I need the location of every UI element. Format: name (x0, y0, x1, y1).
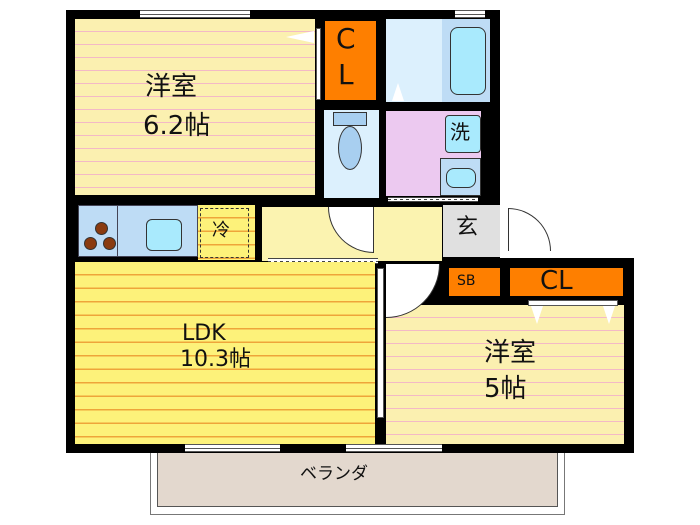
toilet-bowl-icon (338, 126, 362, 170)
window (140, 10, 250, 18)
entrance (443, 205, 500, 257)
western-room-2 (386, 305, 624, 444)
closet-2-label: CL (540, 266, 573, 296)
western-room-2-size: 5帖 (484, 374, 527, 404)
sliding-door (377, 268, 384, 418)
western-room-1-name: 洋室 (145, 72, 198, 102)
counter-divider (117, 205, 118, 257)
ldk-size: 10.3帖 (180, 347, 251, 372)
stove-burner-icon (84, 237, 97, 250)
ldk-name: LDK (182, 321, 226, 346)
closet-2-door (528, 300, 618, 306)
shoe-box-label: SB (457, 273, 476, 289)
western-room-1-size: 6.2帖 (143, 111, 211, 141)
kitchen-sink-icon (146, 219, 182, 251)
window (346, 444, 442, 452)
stove-burner-icon (103, 237, 116, 250)
fridge-outline (200, 208, 249, 258)
balcony (157, 447, 558, 507)
entrance-door-swing-icon (508, 208, 551, 251)
balcony-label: ベランダ (300, 464, 368, 484)
washer-box (445, 115, 481, 153)
washroom-door-threshold (388, 197, 478, 202)
western-room-2-name: 洋室 (484, 338, 537, 368)
door-marker-icon (392, 83, 404, 101)
fridge-space (198, 205, 255, 260)
fridge-label: 冷 (212, 220, 230, 241)
bathtub-icon (450, 27, 486, 95)
window (185, 444, 280, 452)
closet-1-door (316, 28, 321, 100)
sink-icon (446, 168, 476, 188)
western-room-1 (75, 19, 315, 195)
closet-1 (323, 19, 378, 102)
closet-1-letter-l: L (338, 58, 354, 91)
washer-label: 洗 (450, 120, 470, 144)
closet-2 (508, 266, 625, 298)
entrance-label: 玄 (456, 215, 479, 240)
door-marker-icon (603, 306, 615, 324)
window (455, 10, 485, 18)
stove-burner-icon (95, 222, 108, 235)
ldk-room (75, 262, 375, 444)
toilet-tank (333, 112, 367, 126)
shoe-box (447, 266, 502, 298)
closet-1-letter-c: C (336, 22, 356, 55)
door-marker-icon (531, 306, 543, 324)
door-marker-icon (286, 31, 314, 43)
